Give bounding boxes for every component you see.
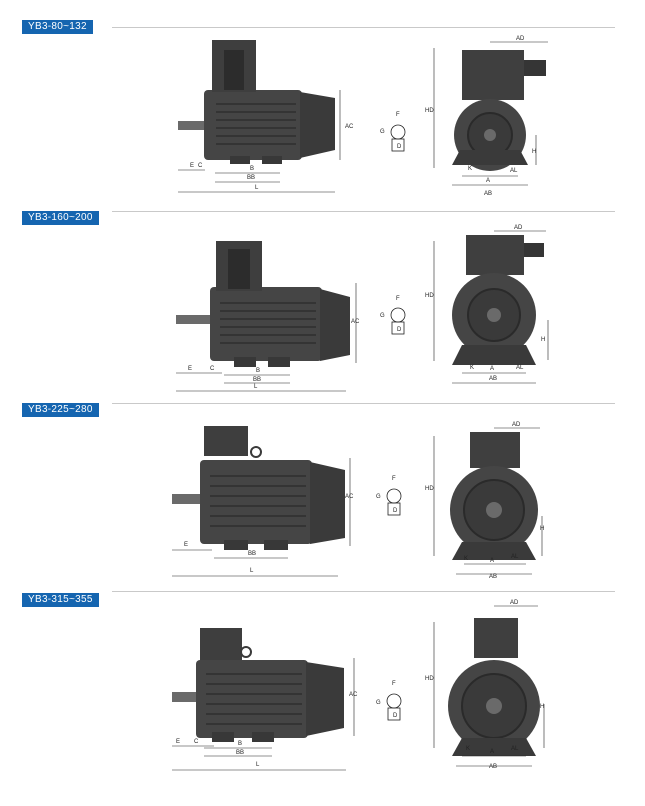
label-ac: AC (345, 494, 354, 500)
label-l: L (250, 568, 254, 574)
label-ac: AC (345, 124, 354, 130)
label-k: K (464, 556, 468, 562)
label-a: A (490, 366, 494, 372)
shaft-key-detail: G F D (376, 476, 402, 516)
section-yb3-160-200: YB3-160~200 AC L E C B BB G F D (0, 205, 645, 400)
label-hd: HD (425, 486, 434, 492)
label-ab: AB (484, 191, 492, 197)
label-g: G (376, 494, 381, 500)
label-f: F (392, 681, 396, 687)
label-a: A (486, 178, 490, 184)
label-d: D (393, 713, 398, 719)
label-k: K (470, 365, 474, 371)
label-b: B (238, 741, 242, 747)
label-e: E (176, 739, 180, 745)
label-ab: AB (489, 574, 497, 580)
label-ad: AD (516, 36, 525, 42)
section-divider (112, 211, 615, 212)
label-bb: BB (248, 551, 256, 557)
shaft-key-detail: G F D (380, 296, 406, 335)
label-b: B (256, 368, 260, 374)
label-ab: AB (489, 376, 497, 382)
label-ad: AD (514, 225, 523, 231)
label-f: F (396, 296, 400, 302)
motor-side-view: AC L E C B BB (178, 40, 354, 193)
motor-side-view: AC L E C B BB (176, 241, 360, 392)
label-ad: AD (512, 422, 521, 428)
label-ac: AC (351, 319, 360, 325)
label-h: H (532, 149, 536, 155)
label-al: AL (516, 365, 524, 371)
section-yb3-225-280: YB3-225~280 AC L E BB G F D (0, 398, 645, 590)
label-ac: AC (349, 692, 358, 698)
label-g: G (376, 700, 381, 706)
motor-body (178, 40, 335, 164)
label-l: L (255, 185, 259, 191)
label-hd: HD (425, 293, 434, 299)
section-yb3-315-355: YB3-315~355 AC L E C B BB G F D (0, 588, 645, 803)
dimension-lines (178, 90, 341, 193)
label-hd: HD (425, 108, 434, 114)
motor-side-view: AC L E BB (172, 426, 354, 577)
label-a: A (490, 749, 494, 755)
label-k: K (466, 746, 470, 752)
shaft-key-detail: G F D (380, 112, 406, 152)
label-bb: BB (253, 377, 261, 383)
section-divider (112, 27, 615, 28)
section-title: YB3-80~132 (22, 20, 93, 34)
label-l: L (256, 762, 260, 768)
label-e: E (190, 163, 194, 169)
label-ad: AD (510, 600, 519, 606)
label-al: AL (511, 746, 519, 752)
label-k: K (468, 166, 472, 172)
label-h: H (540, 526, 544, 532)
label-al: AL (510, 168, 518, 174)
motor-end-view: HD AD H K A AB AL (425, 600, 544, 770)
label-e: E (188, 366, 192, 372)
label-c: C (194, 739, 199, 745)
label-b: B (250, 166, 254, 172)
section-title: YB3-315~355 (22, 593, 99, 607)
label-hd: HD (425, 676, 434, 682)
label-d: D (397, 144, 402, 150)
label-f: F (396, 112, 400, 118)
label-g: G (380, 129, 385, 135)
label-d: D (393, 508, 398, 514)
label-bb: BB (236, 750, 244, 756)
label-h: H (540, 704, 544, 710)
label-h: H (541, 337, 545, 343)
section-divider (112, 591, 615, 592)
shaft-key-detail: G F D (376, 681, 402, 721)
label-ab: AB (489, 764, 497, 770)
section-divider (112, 403, 615, 404)
label-al: AL (511, 554, 519, 560)
section-title: YB3-160~200 (22, 211, 99, 225)
label-f: F (392, 476, 396, 482)
label-c: C (210, 366, 215, 372)
label-l: L (254, 384, 258, 390)
motor-side-view: AC L E C B BB (172, 628, 358, 771)
label-bb: BB (247, 175, 255, 181)
label-c: C (198, 163, 203, 169)
label-g: G (380, 313, 385, 319)
motor-end-view: HD AD H K A AB AL (425, 422, 544, 580)
section-title: YB3-225~280 (22, 403, 99, 417)
label-a: A (490, 558, 494, 564)
label-e: E (184, 542, 188, 548)
section-yb3-80-132: YB3-80~132 AC L E C B BB (0, 0, 645, 200)
motor-end-view: HD AD H K A AB AL (425, 36, 548, 197)
label-d: D (397, 327, 402, 333)
motor-end-view: HD AD H K A AB AL (425, 225, 549, 384)
